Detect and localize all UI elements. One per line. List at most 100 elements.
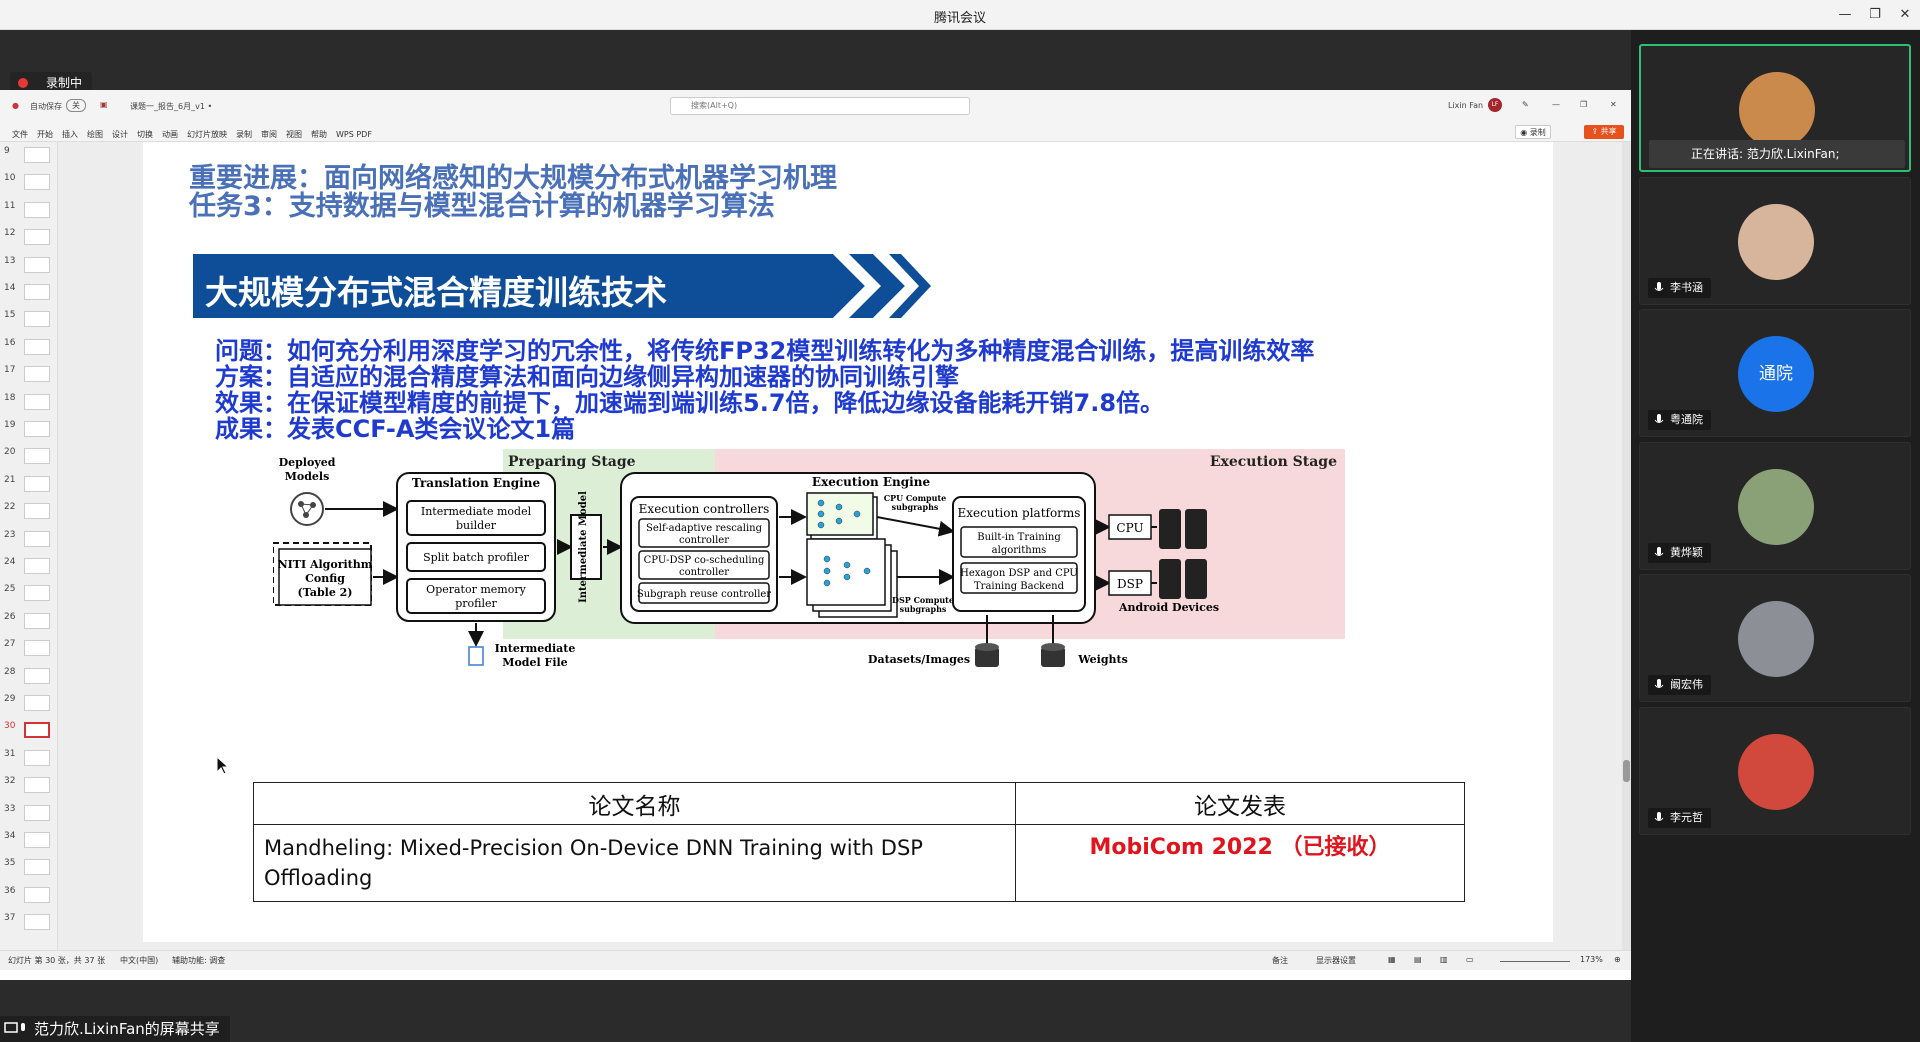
slide-thumbnail[interactable]: 19	[0, 420, 58, 446]
close-button[interactable]: ✕	[1899, 7, 1911, 22]
menu-insert[interactable]: 插入	[62, 130, 78, 139]
slide-thumbnail[interactable]: 34	[0, 831, 58, 857]
save-icon[interactable]: ▣	[100, 100, 108, 109]
menu-draw[interactable]: 绘图	[87, 130, 103, 139]
restore-button[interactable]: ❐	[1869, 7, 1881, 22]
slide-thumbnail[interactable]: 32	[0, 776, 58, 802]
ppt-menu-items: 文件开始插入绘图设计切换动画幻灯片放映录制审阅视图帮助 WPS PDF	[12, 122, 381, 145]
slide-counter: 幻灯片 第 30 张，共 37 张	[8, 956, 106, 965]
slide-thumbnail[interactable]: 29	[0, 694, 58, 720]
powerpoint-logo-icon: ●	[12, 101, 19, 110]
participant-tile[interactable]: 通院粤通院	[1639, 309, 1911, 437]
minimize-button[interactable]: —	[1838, 7, 1852, 22]
menu-help[interactable]: 帮助	[311, 130, 327, 139]
participant-tile[interactable]: 正在讲话: 范力欣.LixinFan;	[1639, 44, 1911, 172]
thumbnail-number: 11	[4, 200, 16, 211]
zoom-slider[interactable]	[1500, 961, 1570, 962]
ppt-close-button[interactable]: ✕	[1610, 100, 1617, 109]
slide-thumbnail[interactable]: 15	[0, 310, 58, 336]
slide-thumbnail[interactable]: 9	[0, 146, 58, 172]
ppt-search-input[interactable]: 搜索(Alt+Q)	[670, 97, 970, 115]
microphone-icon	[1652, 413, 1666, 427]
scrollbar-thumb[interactable]	[1623, 760, 1630, 782]
slide-thumbnail[interactable]: 26	[0, 612, 58, 638]
slide-thumbnail[interactable]: 28	[0, 667, 58, 693]
menu-design[interactable]: 设计	[112, 130, 128, 139]
slide-thumbnail[interactable]: 12	[0, 228, 58, 254]
thumbnail-image	[24, 475, 50, 492]
slide-thumbnail[interactable]: 37	[0, 913, 58, 939]
normal-view-icon[interactable]: ▦	[1388, 955, 1396, 964]
notes-button[interactable]: 备注	[1272, 956, 1288, 965]
menu-file[interactable]: 文件	[12, 130, 28, 139]
menu-home[interactable]: 开始	[37, 130, 53, 139]
ppt-restore-button[interactable]: ❐	[1580, 100, 1588, 109]
weights-database-icon	[1041, 643, 1065, 667]
thumbnail-image	[24, 503, 50, 520]
thumbnail-number: 31	[4, 748, 16, 759]
accessibility-indicator[interactable]: 辅助功能: 调查	[172, 956, 226, 965]
thumbnail-image	[24, 147, 50, 163]
slide-thumbnail[interactable]: 31	[0, 749, 58, 775]
reading-view-icon[interactable]: ▥	[1440, 955, 1448, 964]
menu-wps-pdf[interactable]: WPS PDF	[336, 130, 372, 139]
participant-panel: 正在讲话: 范力欣.LixinFan;李书涵通院粤通院黄烨颖阚宏伟李元哲	[1631, 30, 1920, 1042]
participant-name-text: 粤通院	[1670, 413, 1703, 426]
zoom-level[interactable]: 173%	[1580, 955, 1603, 964]
slide-thumbnail[interactable]: 24	[0, 557, 58, 583]
slide-thumbnail[interactable]: 13	[0, 256, 58, 282]
table-header-title: 论文名称	[253, 782, 1016, 825]
slide-thumbnail[interactable]: 17	[0, 365, 58, 391]
menu-animations[interactable]: 动画	[162, 130, 178, 139]
slide-thumbnail[interactable]: 20	[0, 447, 58, 473]
slide-thumbnail[interactable]: 30	[0, 721, 58, 747]
vertical-scrollbar[interactable]	[1622, 142, 1631, 950]
slide-thumbnail[interactable]: 33	[0, 804, 58, 830]
slide-thumbnail[interactable]: 16	[0, 338, 58, 364]
title-bar: 腾讯会议 — ❐ ✕	[0, 0, 1920, 30]
display-settings-button[interactable]: 显示器设置	[1316, 956, 1356, 965]
slideshow-view-icon[interactable]: ▭	[1466, 955, 1474, 964]
slide-thumbnail[interactable]: 14	[0, 283, 58, 309]
ppt-record-button[interactable]: ◉ 录制	[1515, 125, 1551, 139]
autosave-toggle[interactable]: 关	[66, 99, 86, 112]
menu-transitions[interactable]: 切换	[137, 130, 153, 139]
menu-record[interactable]: 录制	[236, 130, 252, 139]
controller-1a: Self-adaptive rescaling	[646, 523, 763, 534]
slide-thumbnail[interactable]: 23	[0, 530, 58, 556]
participant-tile[interactable]: 黄烨颖	[1639, 441, 1911, 570]
ppt-minimize-button[interactable]: —	[1552, 100, 1560, 109]
slide-thumbnail[interactable]: 18	[0, 393, 58, 419]
user-avatar[interactable]: LF	[1488, 98, 1502, 112]
slide-thumbnail[interactable]: 10	[0, 173, 58, 199]
execution-engine-label: Execution Engine	[812, 475, 931, 489]
recording-indicator[interactable]: 录制中	[10, 72, 92, 94]
thumbnail-image	[24, 667, 50, 684]
slide-thumbnail[interactable]: 27	[0, 639, 58, 665]
participant-name-text: 黄烨颖	[1670, 545, 1703, 559]
language-indicator[interactable]: 中文(中国)	[120, 956, 159, 965]
thumbnail-number: 21	[4, 474, 16, 485]
participant-tile[interactable]: 李书涵	[1639, 176, 1911, 305]
slide-thumbnail[interactable]: 21	[0, 475, 58, 501]
participant-tile[interactable]: 阚宏伟	[1639, 574, 1911, 702]
prep-box-1-line1: Intermediate model	[421, 505, 532, 518]
menu-view[interactable]: 视图	[286, 130, 302, 139]
avatar	[1738, 203, 1814, 280]
fit-slide-icon[interactable]: ⊕	[1614, 955, 1621, 964]
thumbnail-image	[24, 393, 50, 410]
slide-thumbnail[interactable]: 22	[0, 502, 58, 528]
menu-review[interactable]: 审阅	[261, 130, 277, 139]
slide-thumbnail[interactable]: 25	[0, 584, 58, 610]
ppt-share-button[interactable]: ⇪ 共享	[1584, 125, 1624, 139]
menu-slideshow[interactable]: 幻灯片放映	[187, 130, 227, 139]
slide-thumbnail[interactable]: 35	[0, 858, 58, 884]
sorter-view-icon[interactable]: ▤	[1414, 955, 1422, 964]
file-name[interactable]: 课题一_报告_6月_v1 •	[130, 102, 213, 111]
slide-thumbnail[interactable]: 36	[0, 886, 58, 912]
thumbnail-number: 19	[4, 420, 16, 430]
slide-thumbnail[interactable]: 11	[0, 201, 58, 227]
pen-icon[interactable]: ✎	[1522, 100, 1529, 109]
participant-tile[interactable]: 李元哲	[1639, 706, 1911, 835]
